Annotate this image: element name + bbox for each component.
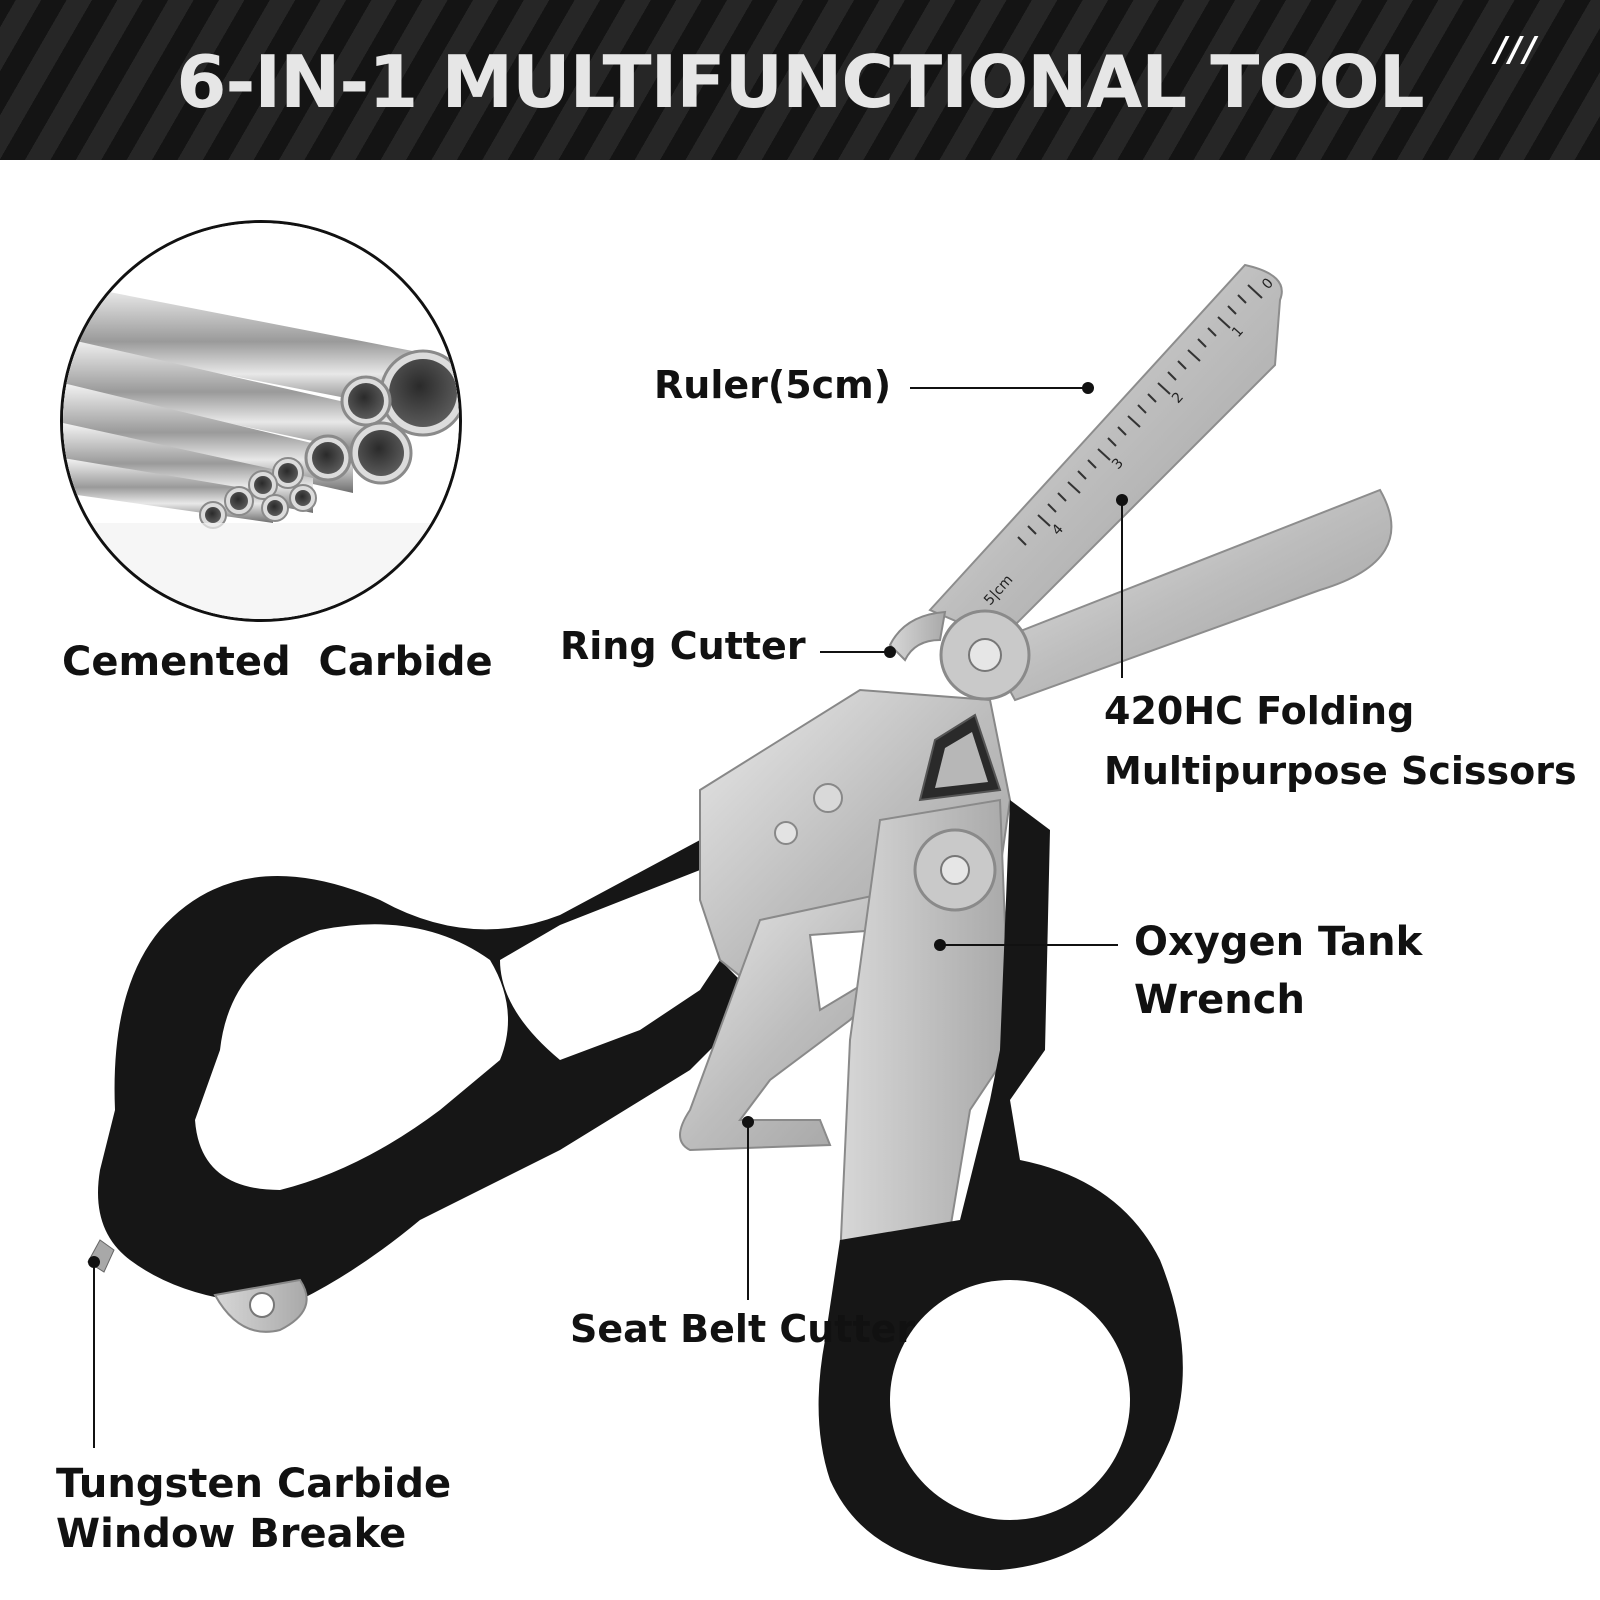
ring-cutter-label: Ring Cutter — [560, 624, 806, 668]
inset-caption: Cemented Carbide — [62, 639, 493, 685]
wrench-label-line1: Oxygen Tank — [1134, 919, 1423, 965]
page-title: 6-IN-1 MULTIFUNCTIONAL TOOL — [176, 40, 1424, 124]
breaker-label-line1: Tungsten Carbide — [56, 1461, 452, 1507]
breaker-label-line2: Window Breake — [56, 1511, 407, 1557]
carbide-inset-circle — [60, 220, 462, 622]
scissors-label-line2: Multipurpose Scissors — [1104, 749, 1577, 793]
ruler-label: Ruler(5cm) — [654, 363, 892, 407]
slash-decoration: /// — [1494, 30, 1538, 70]
ring-cutter-hook — [888, 610, 947, 662]
seat-belt-label: Seat Belt Cutter — [570, 1307, 916, 1351]
lower-blade — [983, 488, 1393, 702]
ruler-blade — [928, 263, 1283, 642]
wrench-label-line2: Wrench — [1134, 977, 1305, 1023]
scissors-label-line1: 420HC Folding — [1104, 689, 1415, 733]
header-banner: 6-IN-1 MULTIFUNCTIONAL TOOL /// — [0, 0, 1600, 160]
right-shank — [838, 798, 1012, 1262]
